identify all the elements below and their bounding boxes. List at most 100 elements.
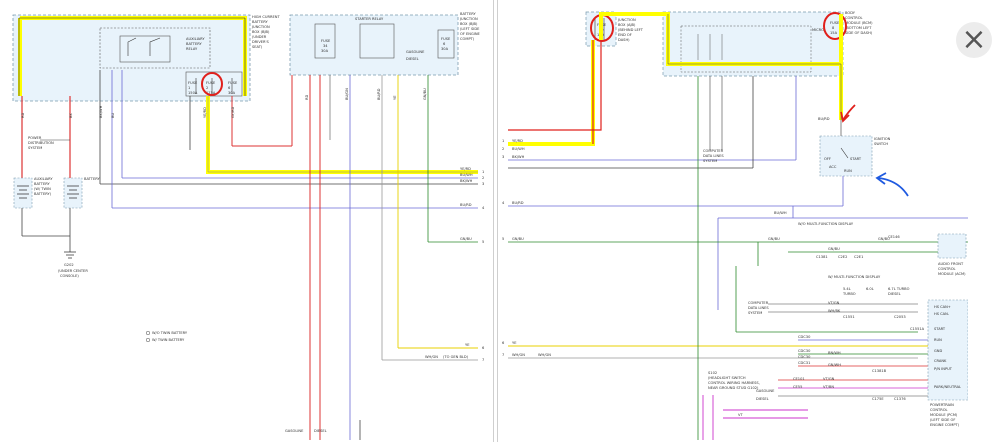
diagram-label: FUSE bbox=[228, 81, 238, 85]
diagram-label: GASOLINE bbox=[406, 50, 425, 54]
diagram-label: VT/GN bbox=[823, 377, 835, 381]
diagram-label: 6 bbox=[482, 346, 485, 350]
diagram-label: C175E bbox=[872, 397, 884, 401]
diagram-label: 30A bbox=[228, 91, 236, 95]
close-button[interactable]: × bbox=[956, 22, 992, 58]
ignition-switch-box bbox=[819, 135, 873, 177]
diagram-label: 3 bbox=[502, 155, 504, 159]
diagram-label: (LEFT SIDE OF bbox=[930, 418, 955, 422]
diagram-label: (TO GEN BLD) bbox=[443, 355, 469, 359]
diagram-label: DATA LINES bbox=[748, 306, 769, 310]
diagram-label: RUN bbox=[934, 338, 942, 342]
diagram-label: C1551A bbox=[910, 327, 925, 331]
diagram-label: 30A bbox=[321, 49, 329, 53]
diagram-label: BU/RD bbox=[460, 203, 472, 207]
diagram-label: 2 bbox=[482, 176, 484, 180]
diagram-label: BATTERY bbox=[252, 20, 269, 24]
diagram-label: CE146 bbox=[888, 235, 900, 239]
diagram-label: BU/GN bbox=[345, 88, 349, 100]
diagram-label: VT bbox=[738, 413, 743, 417]
diagram-label: CONSOLE) bbox=[60, 274, 79, 278]
diagram-label: JUNCTION bbox=[251, 25, 270, 29]
diagram-label: AUDIO FRONT bbox=[938, 262, 964, 266]
diagram-label: CDC30 bbox=[798, 355, 811, 359]
diagram-label: CDC31 bbox=[798, 361, 810, 365]
diagram-label: TURBO bbox=[842, 292, 856, 296]
diagram-label: STARTER RELAY bbox=[355, 17, 384, 21]
diagram-label: YE bbox=[393, 95, 397, 100]
diagram-label: WH/GN bbox=[538, 353, 551, 357]
diagram-label: BU/RD bbox=[818, 117, 830, 121]
diagram-label: FUSE bbox=[830, 21, 840, 25]
bjb-box bbox=[289, 14, 459, 76]
diagram-label: GASOLINE bbox=[756, 389, 775, 393]
close-icon: × bbox=[961, 22, 987, 57]
diagram-label: CDC30 bbox=[798, 335, 811, 339]
diagram-label: 15A bbox=[830, 31, 838, 35]
diagram-label: SYSTEM bbox=[748, 311, 762, 315]
diagram-label: (HEADLIGHT SWITCH bbox=[708, 376, 746, 380]
diagram-label: CE101 bbox=[793, 377, 805, 381]
diagram-label: G202 bbox=[64, 263, 74, 267]
diagram-label: 6.7L TURBO bbox=[888, 287, 910, 291]
diagram-label: SYSTEM bbox=[703, 159, 717, 163]
diagram-label: GN/BU bbox=[828, 247, 840, 251]
yellow-wire-yerd bbox=[206, 96, 478, 174]
diagram-label: 150A bbox=[188, 91, 198, 95]
diagram-label: WH/GN bbox=[512, 353, 525, 357]
diagram-label: DASH) bbox=[618, 38, 630, 42]
diagram-label: BOX (BJB) bbox=[460, 22, 478, 26]
diagram-label: HIGH CURRENT bbox=[252, 15, 280, 19]
diagram-label: C1381 bbox=[816, 255, 828, 259]
diagram-label: BU/WH bbox=[512, 147, 525, 151]
diagram-label: FUSE bbox=[321, 39, 331, 43]
diagram-label: DIESEL bbox=[756, 397, 769, 401]
diagram-label: 7 bbox=[482, 358, 484, 362]
right-wiring-diagram: AUXILIARY JUNCTION BOX (AJB) (BEHIND LEF… bbox=[502, 11, 968, 440]
diagram-label: S102 bbox=[708, 371, 717, 375]
diagram-label: BN/WH bbox=[828, 351, 841, 355]
diagram-label: JUNCTION bbox=[459, 17, 478, 21]
audio-module-box bbox=[937, 233, 967, 259]
diagram-label: (LEFT SIDE bbox=[460, 27, 480, 31]
red-circle-bcm bbox=[823, 12, 847, 40]
diagram-label: MODULE (BCM) bbox=[845, 21, 873, 25]
diagram-label: SWITCH bbox=[874, 142, 888, 146]
diagram-label: 5.4L bbox=[843, 287, 851, 291]
diagram-label: FUSE bbox=[441, 37, 451, 41]
diagram-label: BOX (BJB) bbox=[252, 30, 270, 34]
diagram-label: IGNITION bbox=[874, 137, 891, 141]
diagram-label: BK/WH bbox=[99, 105, 103, 118]
diagram-label: 1 bbox=[502, 139, 504, 143]
diagram-label: 8 bbox=[832, 26, 835, 30]
diagram-label: (UNDER bbox=[252, 35, 267, 39]
diagram-label: 34 bbox=[323, 44, 328, 48]
diagram-label: POWERTRAIN bbox=[930, 403, 954, 407]
diagram-label: HS CAN- bbox=[934, 312, 950, 316]
diagram-label: P/N INPUT bbox=[934, 367, 953, 371]
diagram-label: END OF bbox=[618, 33, 632, 37]
diagram-label: W/ MULTI-FUNCTION DISPLAY bbox=[828, 275, 881, 279]
diagram-label: C2053 bbox=[894, 315, 906, 319]
diagram-label: BK/WH bbox=[512, 155, 525, 159]
diagram-label: 6 bbox=[443, 42, 446, 46]
diagram-label: CRANK bbox=[934, 359, 947, 363]
pcm-box bbox=[927, 299, 968, 401]
diagram-label: DRIVER'S bbox=[252, 40, 270, 44]
diagram-label: WH/GN bbox=[425, 355, 438, 359]
diagram-label: (BEHIND LEFT bbox=[618, 28, 644, 32]
diagram-label: POWER bbox=[28, 136, 42, 140]
diagram-label: 3 bbox=[482, 182, 484, 186]
diagram-label: YE bbox=[512, 341, 517, 345]
yellow-bus-right bbox=[508, 40, 595, 146]
diagram-label: DATA LINES bbox=[703, 154, 724, 158]
diagram-label: COMPT) bbox=[460, 37, 475, 41]
diagram-label: FUSE bbox=[206, 81, 216, 85]
diagram-label: AUXILIARY bbox=[186, 37, 205, 41]
aux-relay-box bbox=[99, 27, 211, 69]
diagram-label: ACC bbox=[829, 165, 837, 169]
diagram-label: YE/RD bbox=[512, 139, 523, 143]
diagram-label: GND bbox=[934, 349, 942, 353]
diagram-label: RELAY bbox=[186, 47, 198, 51]
diagram-label: 5 bbox=[502, 237, 504, 241]
